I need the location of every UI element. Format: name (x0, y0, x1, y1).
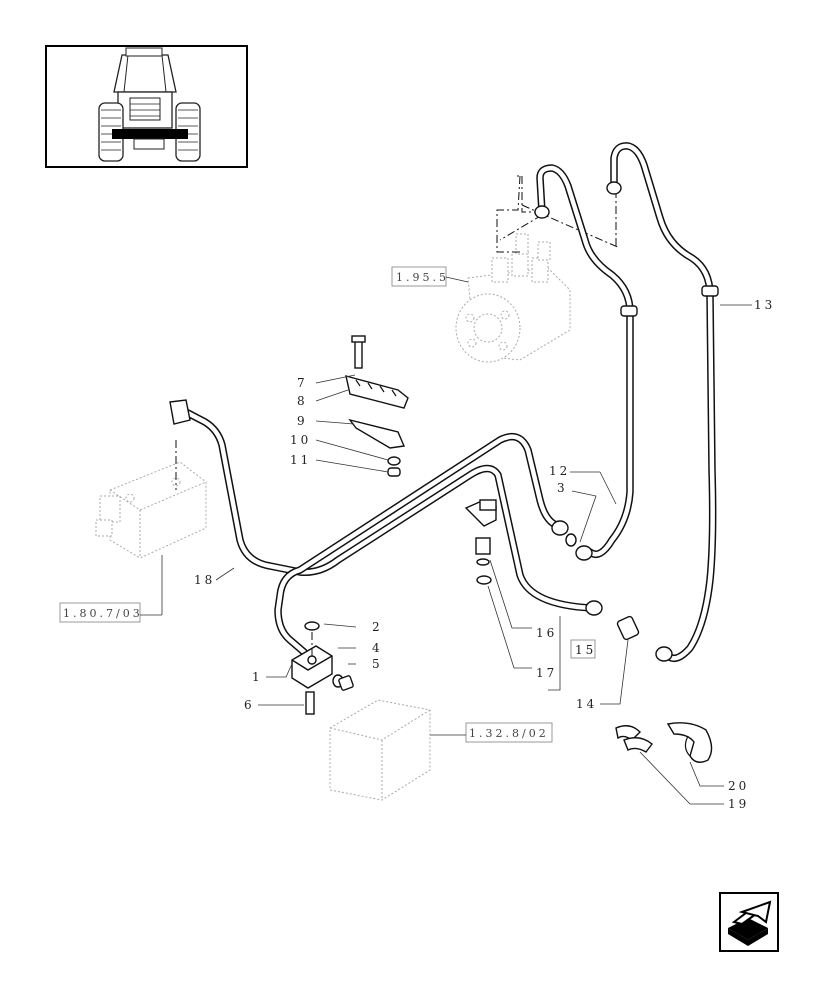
reference-control-valve[interactable]: 1.80.7/03 (63, 607, 143, 620)
reference-box-steering-unit[interactable] (391, 266, 447, 287)
clamp-assembly (345, 335, 409, 477)
reference-front-axle[interactable]: 1.32.8/02 (469, 727, 549, 740)
clip-20 (666, 722, 713, 763)
nut-11 (387, 467, 401, 477)
callout-14: 14 (576, 697, 597, 711)
pipe-18 (178, 406, 596, 612)
clamp-plate-9 (348, 418, 406, 449)
reference-box-front-axle[interactable] (465, 722, 553, 743)
seal-3 (565, 533, 577, 547)
washer-10 (387, 456, 401, 466)
control-valve-ghost (95, 461, 207, 559)
callout-labels: 7 8 9 10 11 12 3 13 18 2 4 5 1 6 16 15 1… (194, 298, 775, 811)
bolt-7 (354, 339, 363, 369)
connection-dash-lines (496, 175, 621, 253)
leader-lines (215, 304, 752, 805)
callout-10: 10 (290, 433, 311, 447)
callout-16: 16 (536, 626, 557, 640)
callout-18: 18 (194, 573, 215, 587)
tee-fitting (464, 499, 640, 641)
callout-19: 19 (728, 797, 749, 811)
front-axle-ghost (329, 699, 431, 801)
callout-12: 12 (549, 464, 570, 478)
pipe-12 (536, 164, 634, 558)
tractor-thumbnail (45, 45, 248, 168)
callout-20: 20 (728, 779, 749, 793)
callout-2: 2 (372, 620, 383, 634)
callout-11: 11 (290, 453, 311, 467)
clip-19 (615, 725, 653, 753)
callout-15: 15 (575, 643, 596, 657)
callout-13: 13 (754, 298, 775, 312)
callout-6: 6 (244, 698, 255, 712)
pipe-13 (610, 142, 717, 663)
callout-box-15 (570, 639, 596, 659)
callout-17: 17 (536, 666, 557, 680)
tractor-front-view-icon (98, 47, 201, 162)
union-5 (338, 675, 354, 691)
callout-4: 4 (372, 641, 383, 655)
seal-2 (304, 621, 320, 631)
bolt-6 (305, 691, 315, 715)
pipe-fittings (169, 181, 719, 662)
reference-box-control-valve[interactable] (59, 602, 141, 623)
pipe-main-upper (274, 432, 560, 656)
junction-block-1 (291, 621, 354, 715)
callout-5: 5 (372, 657, 383, 671)
seal-17 (476, 575, 492, 585)
next-page-arrow-icon[interactable] (719, 892, 779, 952)
reference-steering-unit[interactable]: 1.95.5 (396, 271, 449, 284)
steering-unit-ghost (455, 233, 571, 363)
adapter-14 (616, 615, 640, 641)
clamp-half-8 (345, 375, 409, 409)
callout-9: 9 (297, 414, 308, 428)
callout-3: 3 (557, 481, 568, 495)
callout-7: 7 (297, 376, 308, 390)
callout-1: 1 (252, 670, 263, 684)
callout-8: 8 (297, 394, 308, 408)
adapter-16 (475, 537, 491, 555)
